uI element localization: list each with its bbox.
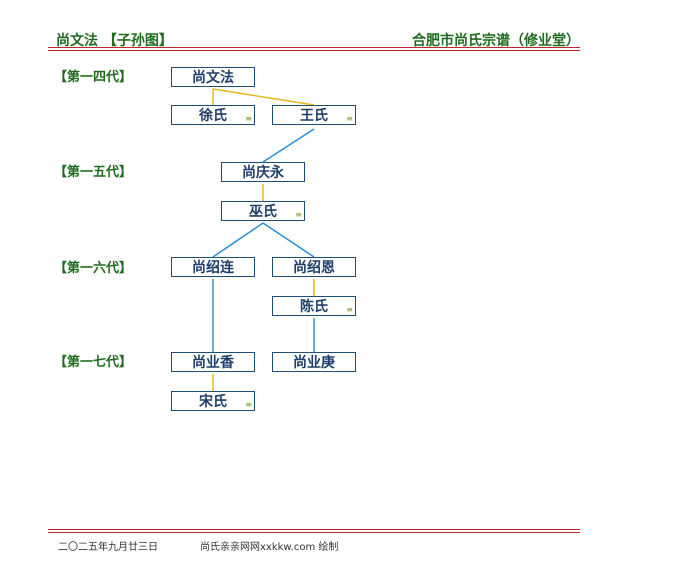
- spouse-mark-icon: ≡: [245, 400, 252, 409]
- person-name: 巫氏: [249, 204, 277, 220]
- spouse-mark-icon: ≡: [295, 210, 302, 219]
- person-node-yexiang[interactable]: 尚业香: [171, 352, 255, 372]
- person-node-shaoen[interactable]: 尚绍恩: [272, 257, 356, 277]
- spouse-mark-icon: ≡: [346, 114, 353, 123]
- person-name: 徐氏: [199, 108, 227, 124]
- generation-label-14: 【第一四代】: [54, 70, 133, 85]
- person-name: 尚文法: [192, 70, 234, 86]
- person-name: 尚绍恩: [293, 260, 335, 276]
- generation-label-15: 【第一五代】: [54, 165, 133, 180]
- person-name: 尚业庚: [293, 355, 335, 371]
- person-node-wenfa[interactable]: 尚文法: [171, 67, 255, 87]
- generation-label-16: 【第一六代】: [54, 261, 133, 276]
- person-name: 尚业香: [192, 355, 234, 371]
- person-node-shaolian[interactable]: 尚绍连: [171, 257, 255, 277]
- header-rule-bottom: [48, 50, 580, 51]
- page-title: 尚文法 【子孙图】: [56, 33, 173, 49]
- marriage-line-wenfa-wang: [212, 88, 315, 106]
- descent-line-wu-shaolian: [212, 222, 264, 258]
- spouse-mark-icon: ≡: [346, 305, 353, 314]
- person-node-yegeng[interactable]: 尚业庚: [272, 352, 356, 372]
- footer-rule-bottom: [48, 532, 580, 533]
- spouse-node-xu[interactable]: 徐氏 ≡: [171, 105, 255, 125]
- person-node-qingyong[interactable]: 尚庆永: [221, 162, 305, 182]
- page-subtitle: 合肥市尚氏宗谱（修业堂）: [412, 33, 580, 49]
- spouse-node-chen[interactable]: 陈氏 ≡: [272, 296, 356, 316]
- footer-rule-top: [48, 529, 580, 530]
- footer-credit: 尚氏亲亲网网xxkkw.com 绘制: [200, 542, 339, 553]
- person-name: 陈氏: [300, 299, 328, 315]
- person-name: 王氏: [300, 108, 328, 124]
- spouse-node-song[interactable]: 宋氏 ≡: [171, 391, 255, 411]
- footer-date: 二〇二五年九月廿三日: [58, 542, 158, 553]
- person-name: 宋氏: [199, 394, 227, 410]
- generation-label-17: 【第一七代】: [54, 355, 133, 370]
- spouse-node-wang[interactable]: 王氏 ≡: [272, 105, 356, 125]
- person-name: 尚绍连: [192, 260, 234, 276]
- spouse-node-wu[interactable]: 巫氏 ≡: [221, 201, 305, 221]
- descent-line-wu-shaoen: [262, 222, 315, 258]
- person-name: 尚庆永: [242, 165, 284, 181]
- header-rule-top: [48, 47, 580, 48]
- descent-line-wang-qingyong: [262, 128, 315, 163]
- spouse-mark-icon: ≡: [245, 114, 252, 123]
